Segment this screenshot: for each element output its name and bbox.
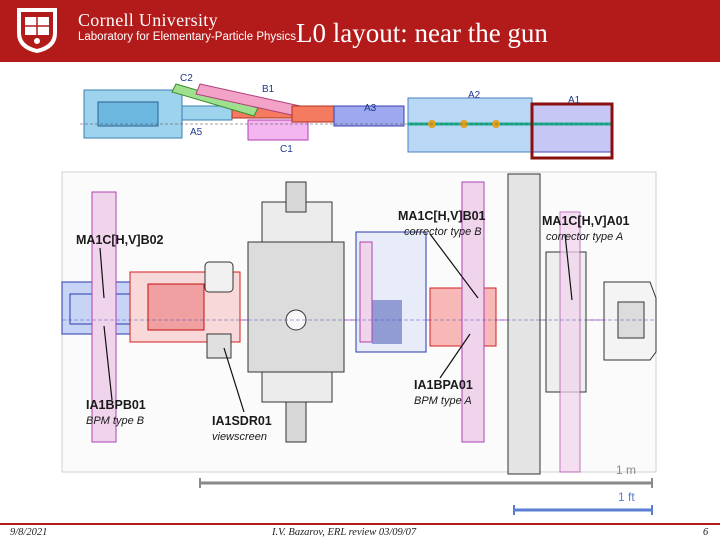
overview-schematic: C2 B1 A3 A2 A1 A5 C1 — [80, 73, 614, 160]
callout-ma1c-b01: MA1C[H,V]B01 — [398, 209, 486, 223]
scale-label-meter: 1 m — [616, 463, 636, 477]
section-label-c1: C1 — [280, 144, 293, 155]
section-label-c2: C2 — [180, 73, 193, 84]
callout-ia1bpa01-type: BPM type A — [414, 395, 472, 407]
lab-name: Laboratory for Elementary-Particle Physi… — [78, 31, 296, 43]
callout-ma1c-a01: MA1C[H,V]A01 — [542, 214, 630, 228]
footer-author: I.V. Bazarov, ERL review 03/09/07 — [272, 527, 417, 538]
slide-title: L0 layout: near the gun — [296, 18, 548, 48]
page-number: 6 — [703, 527, 709, 538]
beamline-figure: C2 B1 A3 A2 A1 A5 C1 — [61, 73, 657, 515]
section-label-a1: A1 — [568, 95, 581, 106]
section-label-a2: A2 — [468, 90, 481, 101]
callout-ia1bpb01-type: BPM type B — [86, 415, 144, 427]
callout-ia1bpa01: IA1BPA01 — [414, 378, 473, 392]
callout-ma1c-b01-type: corrector type B — [404, 226, 482, 238]
section-label-a3: A3 — [364, 103, 377, 114]
callout-ma1c-b02: MA1C[H,V]B02 — [76, 233, 164, 247]
scale-bar-meter: 1 m — [199, 463, 653, 488]
detail-drawing — [61, 171, 657, 475]
header-bar: Cornell University Laboratory for Elemen… — [0, 0, 720, 62]
callout-ia1sdr01-type: viewscreen — [212, 431, 267, 443]
callout-ia1bpb01: IA1BPB01 — [86, 398, 146, 412]
callout-ma1c-a01-type: corrector type A — [546, 231, 623, 243]
callout-leaders — [99, 233, 573, 413]
cornell-seal-icon — [17, 8, 57, 53]
section-label-b1: B1 — [262, 84, 275, 95]
a1-highlight-box — [530, 102, 614, 160]
footer-date: 9/8/2021 — [10, 527, 48, 538]
section-label-a5: A5 — [190, 127, 203, 138]
callout-ia1sdr01: IA1SDR01 — [212, 414, 272, 428]
footer-divider — [0, 523, 720, 525]
scale-label-foot: 1 ft — [618, 490, 635, 504]
scale-bar-foot: 1 ft — [513, 490, 653, 515]
university-name: Cornell University — [78, 10, 218, 30]
